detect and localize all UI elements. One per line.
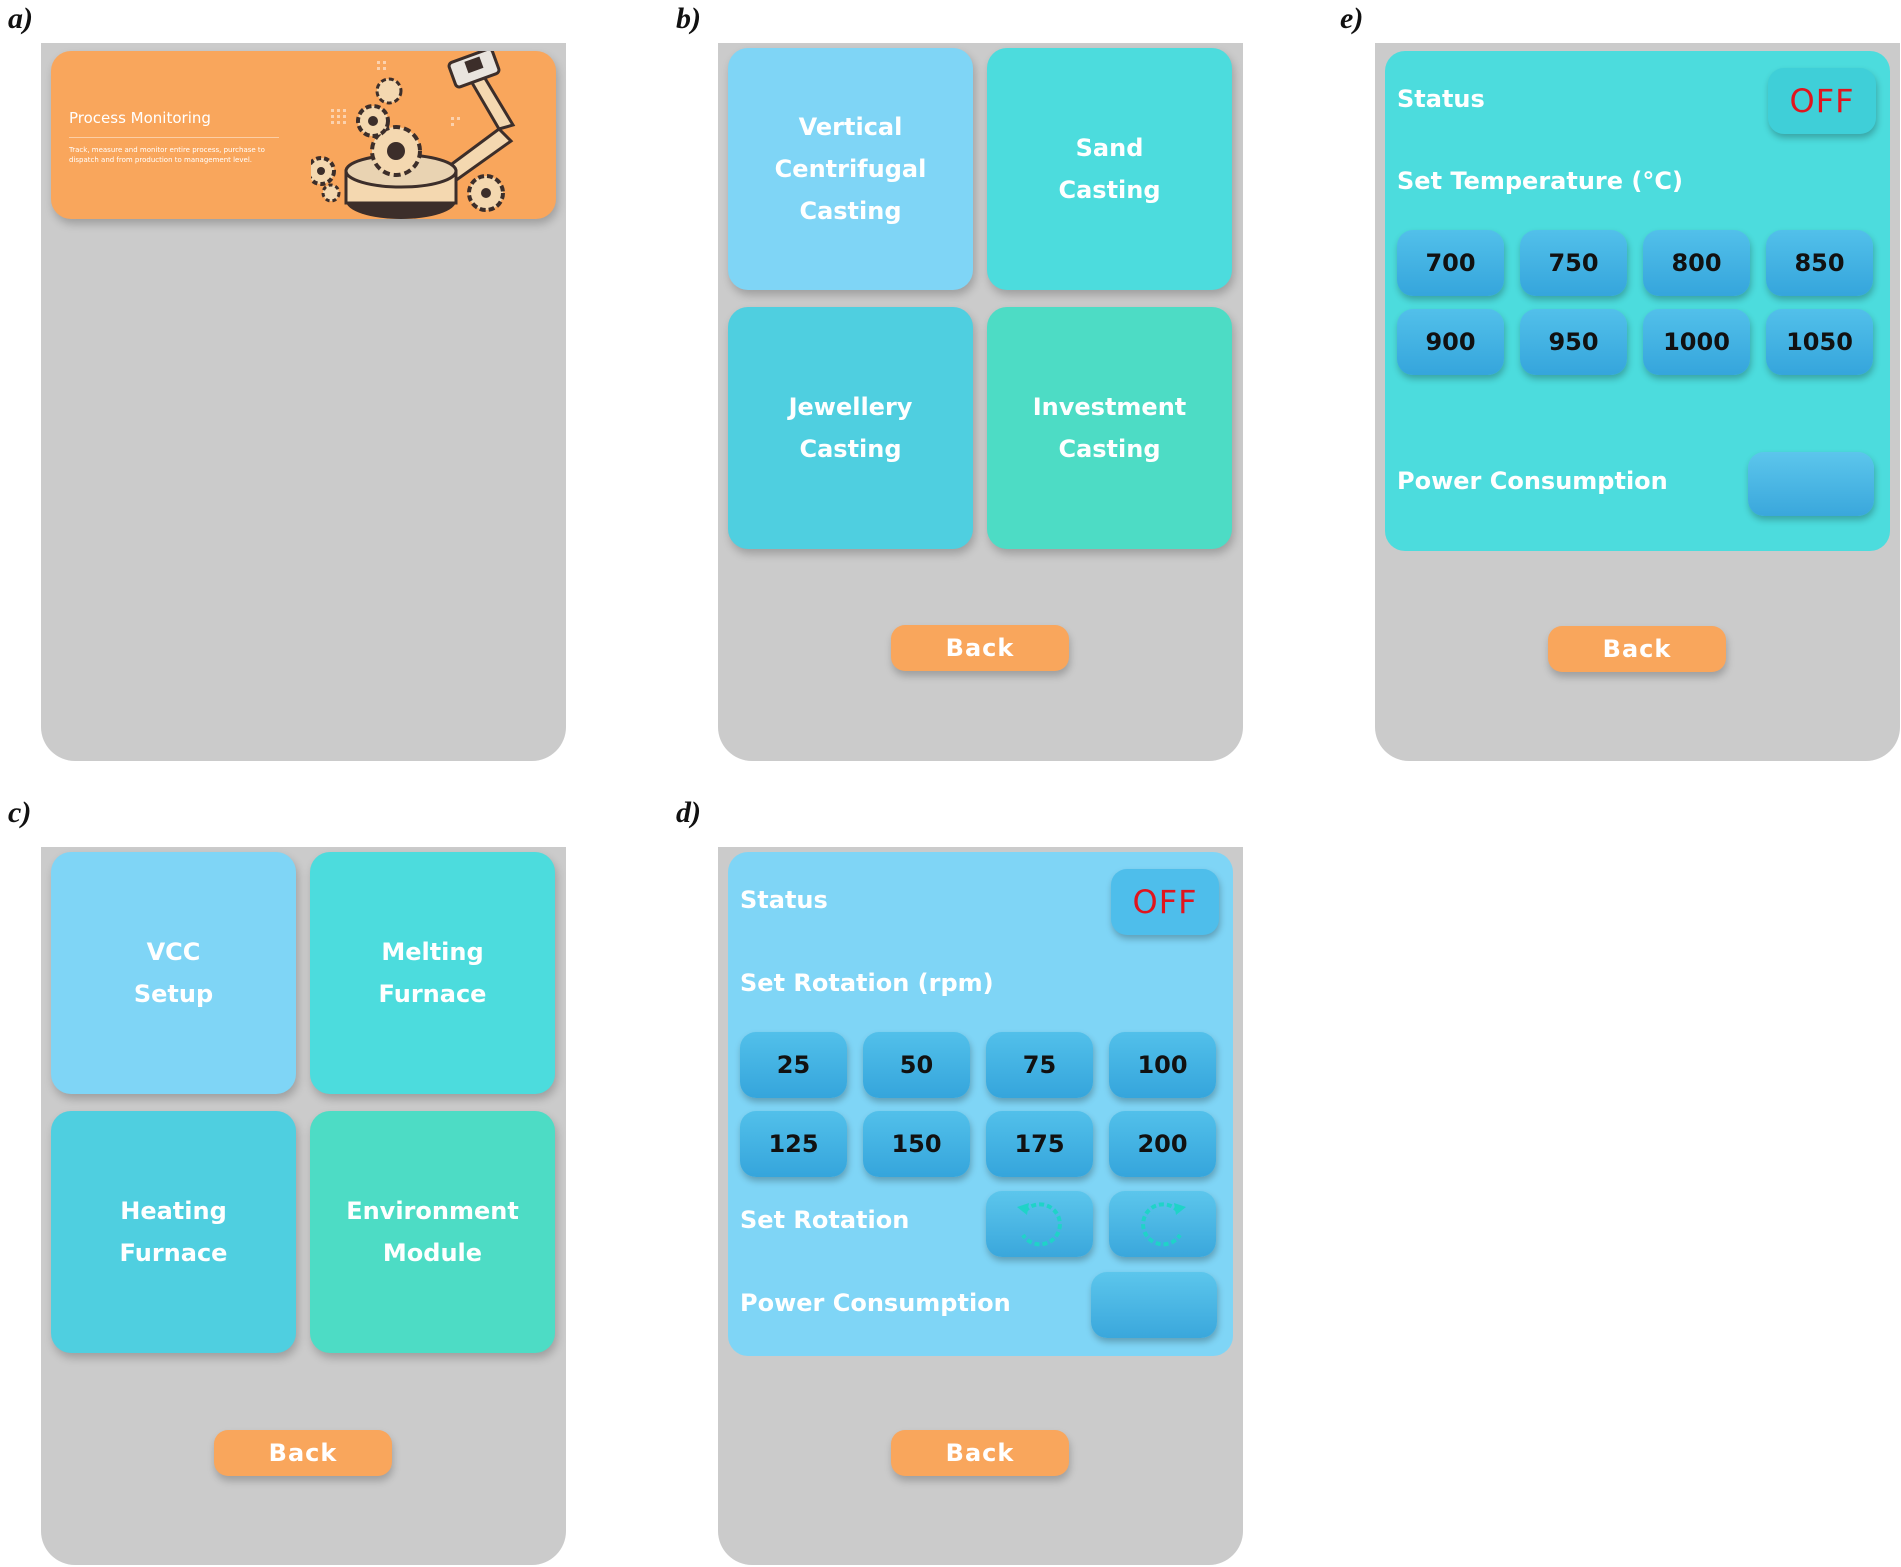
rpm-button-50[interactable]: 50 <box>863 1032 970 1098</box>
screen-vcc-modules: VCC Setup Melting Furnace Heating Furnac… <box>41 847 566 1565</box>
rpm-button-150[interactable]: 150 <box>863 1111 970 1177</box>
tile-vertical-centrifugal-casting[interactable]: Vertical Centrifugal Casting <box>728 48 973 290</box>
rotation-control-panel: Status OFF Set Rotation (rpm) 25 50 75 1… <box>728 852 1233 1356</box>
screen-home: Process Monitoring Track, measure and mo… <box>41 43 566 761</box>
tile-melting-furnace[interactable]: Melting Furnace <box>310 852 555 1094</box>
tile-jewellery-casting[interactable]: Jewellery Casting <box>728 307 973 549</box>
tile-investment-casting[interactable]: Investment Casting <box>987 307 1232 549</box>
temp-button-750[interactable]: 750 <box>1520 230 1627 296</box>
rpm-button-75[interactable]: 75 <box>986 1032 1093 1098</box>
tile-heating-furnace[interactable]: Heating Furnace <box>51 1111 296 1353</box>
rpm-button-25[interactable]: 25 <box>740 1032 847 1098</box>
panel-label-e: e) <box>1340 2 1364 35</box>
tile-sand-casting[interactable]: Sand Casting <box>987 48 1232 290</box>
tile-environment-module[interactable]: Environment Module <box>310 1111 555 1353</box>
power-consumption-display <box>1748 452 1874 516</box>
tile-vcc-setup[interactable]: VCC Setup <box>51 852 296 1094</box>
rotate-counterclockwise-icon <box>1016 1202 1062 1247</box>
set-temperature-label: Set Temperature (°C) <box>1397 167 1683 195</box>
status-toggle-button[interactable]: OFF <box>1111 869 1219 935</box>
panel-label-a: a) <box>8 2 33 35</box>
back-button[interactable]: Back <box>214 1430 392 1476</box>
gears-robot-arm-icon <box>311 51 516 219</box>
set-rotation-label: Set Rotation <box>740 1206 910 1234</box>
set-rotation-rpm-label: Set Rotation (rpm) <box>740 969 994 997</box>
temp-button-950[interactable]: 950 <box>1520 309 1627 375</box>
temp-button-800[interactable]: 800 <box>1643 230 1750 296</box>
panel-label-c: c) <box>8 796 32 829</box>
power-consumption-label: Power Consumption <box>1397 467 1668 495</box>
furnace-control-panel: Status OFF Set Temperature (°C) 700 750 … <box>1385 51 1890 551</box>
back-button[interactable]: Back <box>891 1430 1069 1476</box>
status-label: Status <box>1397 85 1485 113</box>
rotate-counterclockwise-button[interactable] <box>986 1191 1093 1257</box>
panel-label-b: b) <box>676 2 701 35</box>
status-toggle-button[interactable]: OFF <box>1768 68 1876 134</box>
banner-description: Track, measure and monitor entire proces… <box>69 146 265 164</box>
temp-button-900[interactable]: 900 <box>1397 309 1504 375</box>
power-consumption-display <box>1091 1272 1217 1338</box>
temp-button-850[interactable]: 850 <box>1766 230 1873 296</box>
rotate-clockwise-icon <box>1140 1202 1186 1247</box>
rpm-button-125[interactable]: 125 <box>740 1111 847 1177</box>
back-button[interactable]: Back <box>891 625 1069 671</box>
temp-button-700[interactable]: 700 <box>1397 230 1504 296</box>
rpm-button-200[interactable]: 200 <box>1109 1111 1216 1177</box>
temp-button-1000[interactable]: 1000 <box>1643 309 1750 375</box>
screen-furnace-control: Status OFF Set Temperature (°C) 700 750 … <box>1375 43 1900 761</box>
power-consumption-label: Power Consumption <box>740 1289 1011 1317</box>
rpm-button-175[interactable]: 175 <box>986 1111 1093 1177</box>
back-button[interactable]: Back <box>1548 626 1726 672</box>
process-monitoring-card[interactable]: Process Monitoring Track, measure and mo… <box>51 51 556 219</box>
banner-divider <box>69 137 279 138</box>
panel-label-d: d) <box>676 796 701 829</box>
rotate-clockwise-button[interactable] <box>1109 1191 1216 1257</box>
banner-title: Process Monitoring <box>69 109 211 127</box>
status-label: Status <box>740 886 828 914</box>
screen-rotation-control: Status OFF Set Rotation (rpm) 25 50 75 1… <box>718 847 1243 1565</box>
rpm-button-100[interactable]: 100 <box>1109 1032 1216 1098</box>
temp-button-1050[interactable]: 1050 <box>1766 309 1873 375</box>
screen-casting-types: Vertical Centrifugal Casting Sand Castin… <box>718 43 1243 761</box>
